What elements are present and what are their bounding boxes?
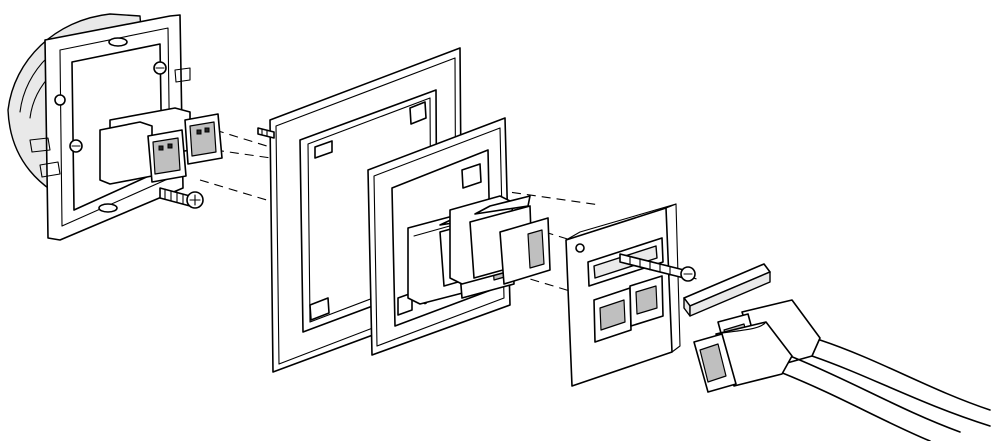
frame-clip-bottom-left bbox=[309, 297, 330, 321]
mounting-slot-bottom bbox=[98, 203, 118, 213]
label-strip bbox=[683, 263, 771, 317]
frame-clip-top-left bbox=[314, 140, 333, 159]
mounting-hole-left bbox=[54, 94, 66, 106]
mounting-slot-top bbox=[108, 37, 128, 47]
faceplate bbox=[565, 203, 681, 387]
alignment-line-lower bbox=[199, 179, 601, 301]
usb-plug-lower bbox=[99, 121, 187, 185]
usb-coupler-right bbox=[449, 195, 551, 285]
usb-cable-lower bbox=[693, 321, 961, 441]
mounting-screw bbox=[159, 187, 204, 209]
frame-clip-top-right bbox=[409, 101, 427, 125]
fixing-screw bbox=[619, 253, 696, 282]
